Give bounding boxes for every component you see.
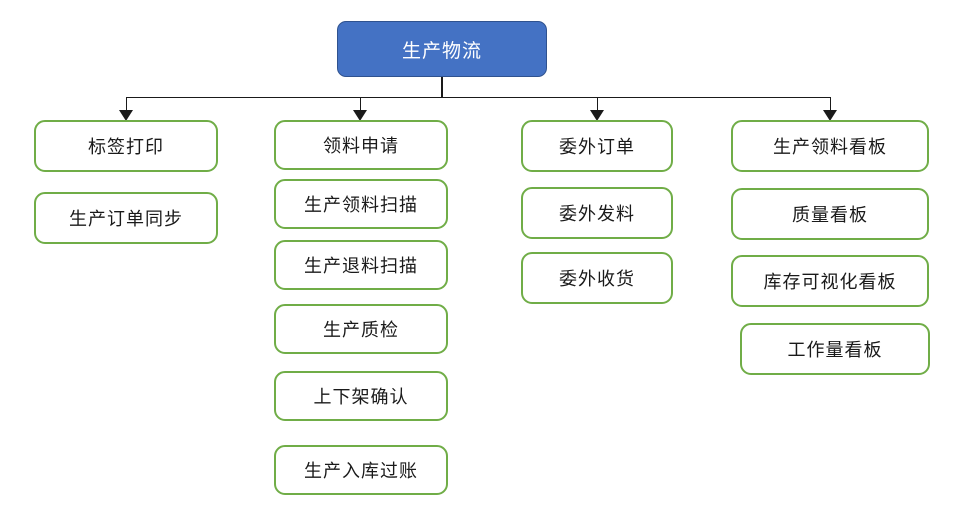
- node-branch-3-item-1[interactable]: 委外订单: [521, 120, 673, 172]
- root-node-label: 生产物流: [401, 40, 482, 62]
- node-label: 领料申请: [323, 136, 399, 156]
- node-branch-4-item-4[interactable]: 工作量看板: [740, 323, 930, 375]
- node-branch-2-item-4[interactable]: 生产质检: [274, 304, 448, 354]
- connector-drop-branch-3: [596, 96, 599, 115]
- connector-drop-branch-4: [829, 96, 832, 115]
- node-label: 标签打印: [88, 137, 164, 157]
- node-branch-2-item-6[interactable]: 生产入库过账: [274, 445, 448, 495]
- node-branch-1-item-2[interactable]: 生产订单同步: [34, 192, 218, 244]
- arrow-head-branch-2: [353, 110, 367, 121]
- node-branch-2-item-2[interactable]: 生产领料扫描: [274, 179, 448, 229]
- root-node-production-logistics[interactable]: 生产物流: [337, 21, 547, 77]
- connector-horizontal-bus: [126, 96, 830, 99]
- arrow-head-branch-4: [823, 110, 837, 121]
- connector-drop-branch-2: [359, 96, 362, 115]
- node-label: 质量看板: [792, 205, 868, 225]
- node-label: 委外收货: [559, 269, 635, 289]
- node-branch-4-item-2[interactable]: 质量看板: [731, 188, 929, 240]
- node-branch-3-item-2[interactable]: 委外发料: [521, 187, 673, 239]
- node-branch-2-item-5[interactable]: 上下架确认: [274, 371, 448, 421]
- node-label: 生产订单同步: [69, 209, 183, 229]
- node-label: 工作量看板: [787, 340, 883, 360]
- node-label: 委外发料: [559, 204, 635, 224]
- node-branch-1-item-1[interactable]: 标签打印: [34, 120, 218, 172]
- arrow-head-branch-1: [119, 110, 133, 121]
- connector-drop-branch-1: [125, 96, 128, 115]
- node-label: 生产领料扫描: [304, 195, 418, 215]
- connector-root-stem: [441, 77, 443, 98]
- node-label: 上下架确认: [313, 387, 409, 407]
- node-label: 生产退料扫描: [304, 256, 418, 276]
- node-branch-4-item-3[interactable]: 库存可视化看板: [731, 255, 929, 307]
- node-branch-3-item-3[interactable]: 委外收货: [521, 252, 673, 304]
- node-branch-4-item-1[interactable]: 生产领料看板: [731, 120, 929, 172]
- node-label: 委外订单: [559, 137, 635, 157]
- node-label: 生产入库过账: [304, 461, 418, 481]
- node-label: 生产领料看板: [773, 137, 887, 157]
- node-label: 库存可视化看板: [763, 272, 897, 292]
- node-label: 生产质检: [323, 320, 399, 340]
- arrow-head-branch-3: [590, 110, 604, 121]
- node-branch-2-item-1[interactable]: 领料申请: [274, 120, 448, 170]
- node-branch-2-item-3[interactable]: 生产退料扫描: [274, 240, 448, 290]
